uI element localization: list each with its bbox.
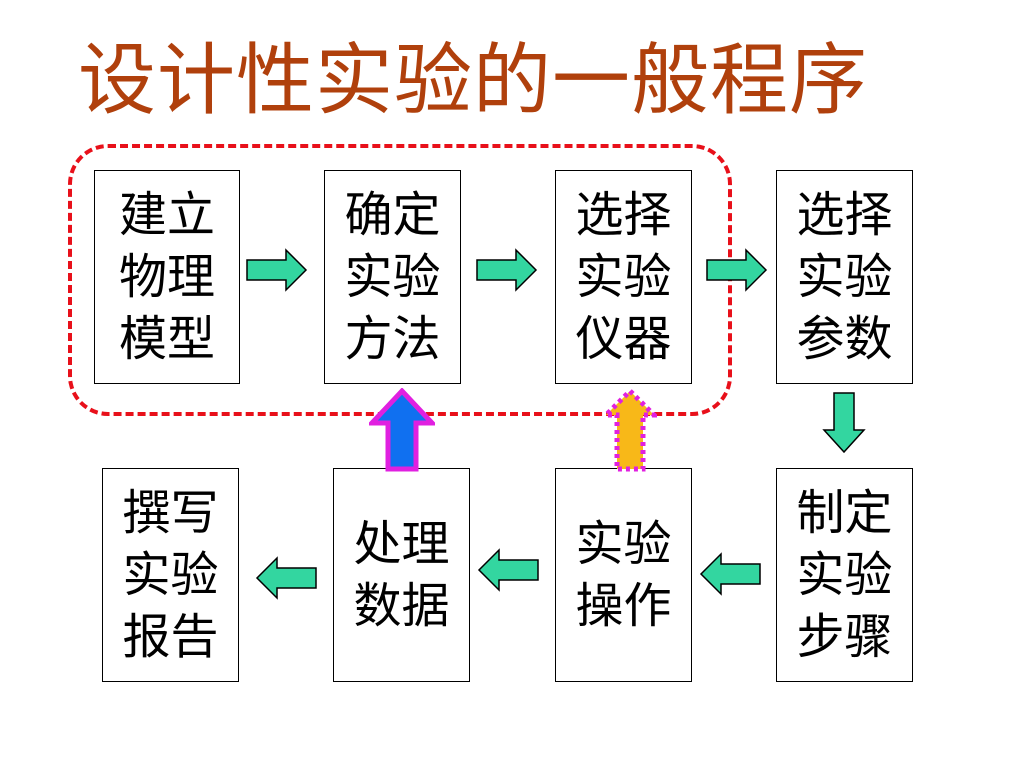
step-text-line: 建立 [118, 187, 215, 243]
page-title: 设计性实验的一般程序 [78, 36, 869, 126]
step-text-line: 数据 [353, 578, 450, 634]
left-arrow-icon [477, 548, 539, 592]
right-arrow-icon [246, 248, 308, 292]
step-box-determine-method: 确定 实验 方法 [324, 170, 461, 384]
step-text-line: 仪器 [575, 311, 672, 367]
step-text-line: 撰写 [122, 485, 219, 541]
step-box-build-model: 建立 物理 模型 [94, 170, 240, 384]
down-arrow-icon [822, 392, 866, 454]
step-box-process-data: 处理 数据 [333, 468, 470, 682]
step-text-line: 参数 [796, 311, 893, 367]
step-text-line: 报告 [122, 609, 219, 665]
step-text-line: 实验 [575, 516, 672, 572]
step-text-line: 方法 [344, 311, 441, 367]
step-text-line: 实验 [122, 547, 219, 603]
step-text-line: 实验 [796, 249, 893, 305]
step-text-line: 确定 [344, 187, 441, 243]
left-arrow-icon [255, 556, 317, 600]
step-text-line: 步骤 [796, 609, 893, 665]
step-box-write-report: 撰写 实验 报告 [102, 468, 239, 682]
step-text-line: 操作 [575, 578, 672, 634]
left-arrow-icon [699, 552, 761, 596]
up-feedback-arrow-dotted-icon [603, 388, 657, 472]
step-text-line: 选择 [796, 187, 893, 243]
step-box-select-parameters: 选择 实验 参数 [776, 170, 913, 384]
step-text-line: 物理 [118, 249, 215, 305]
step-text-line: 实验 [575, 249, 672, 305]
step-text-line: 实验 [796, 547, 893, 603]
step-box-experiment-operation: 实验 操作 [555, 468, 692, 682]
step-text-line: 处理 [353, 516, 450, 572]
right-arrow-icon [476, 248, 538, 292]
up-feedback-arrow-icon [369, 388, 435, 472]
step-text-line: 制定 [796, 485, 893, 541]
step-text-line: 模型 [118, 311, 215, 367]
right-arrow-icon [706, 248, 768, 292]
step-box-select-instruments: 选择 实验 仪器 [555, 170, 692, 384]
step-text-line: 实验 [344, 249, 441, 305]
step-box-formulate-steps: 制定 实验 步骤 [776, 468, 913, 682]
step-text-line: 选择 [575, 187, 672, 243]
